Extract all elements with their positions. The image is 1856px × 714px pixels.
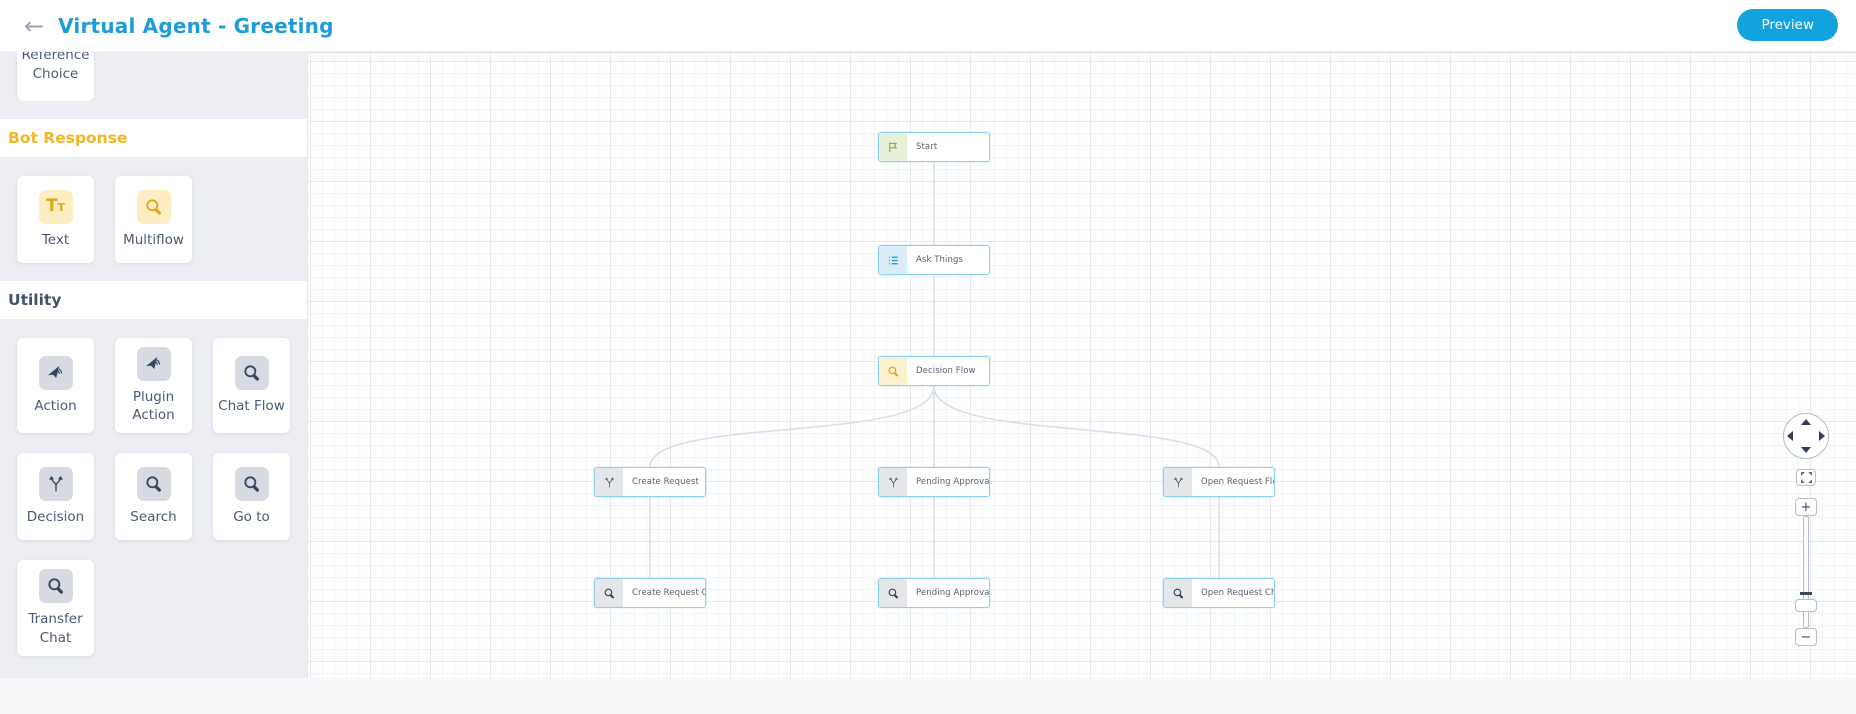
palette-card-action[interactable]: Action bbox=[17, 338, 94, 434]
node-decision-flow[interactable]: Decision Flow bbox=[878, 356, 990, 386]
node-label: Create Request bbox=[632, 477, 699, 487]
edge-decision-flow-to-open-request-flow bbox=[933, 385, 1220, 468]
palette-sidebar: Reference Choice Bot Response TT Text Mu… bbox=[0, 52, 308, 678]
palette-card-go-to[interactable]: Go to bbox=[213, 453, 290, 541]
palette-card-label: Action bbox=[34, 398, 77, 415]
node-pending-approval[interactable]: Pending Approval bbox=[878, 467, 990, 497]
search-icon bbox=[38, 569, 73, 604]
palette-card-text[interactable]: TT Text bbox=[17, 176, 94, 263]
bottom-strip bbox=[0, 678, 1856, 714]
node-create-request[interactable]: Create Request bbox=[594, 467, 706, 497]
zoom-slider-track[interactable] bbox=[1803, 516, 1809, 628]
section-label: Bot Response bbox=[8, 129, 128, 147]
pan-control[interactable] bbox=[1783, 413, 1829, 459]
node-label: Open Request Flow bbox=[1201, 477, 1274, 487]
palette-card-transfer-chat[interactable]: Transfer Chat bbox=[17, 560, 94, 656]
search-icon bbox=[234, 467, 269, 502]
fit-view-icon bbox=[1800, 472, 1812, 483]
palette-card-label: Decision bbox=[26, 509, 85, 526]
pan-down-icon[interactable] bbox=[1801, 447, 1811, 453]
decision-icon bbox=[595, 468, 623, 496]
palette-card-chat-flow[interactable]: Chat Flow bbox=[213, 338, 290, 434]
flow-canvas[interactable]: + − Start Ask Things Decision Flow Creat… bbox=[308, 52, 1856, 678]
node-ask-things[interactable]: Ask Things bbox=[878, 245, 990, 275]
node-label: Pending Approval ... bbox=[916, 588, 989, 598]
palette-card-label: Transfer Chat bbox=[28, 611, 83, 646]
palette-card-label: Multiflow bbox=[123, 231, 184, 248]
palette-card-multiflow[interactable]: Multiflow bbox=[115, 176, 192, 263]
back-arrow-icon[interactable]: ← bbox=[24, 11, 45, 40]
palette-card-search[interactable]: Search bbox=[115, 453, 192, 541]
action-icon bbox=[38, 356, 73, 391]
pan-right-icon[interactable] bbox=[1819, 431, 1825, 441]
zoom-level-tick bbox=[1800, 592, 1812, 595]
search-icon bbox=[879, 579, 907, 607]
palette-card-label: Chat Flow bbox=[218, 398, 285, 415]
decision-icon bbox=[38, 467, 73, 502]
edge-decision-flow-to-create-request bbox=[649, 385, 935, 468]
palette-card-label: Reference Choice bbox=[21, 52, 90, 82]
palette-card-label: Text bbox=[41, 231, 70, 248]
palette-card-label: Plugin Action bbox=[132, 389, 175, 424]
node-label: Start bbox=[916, 142, 938, 152]
decision-icon bbox=[1164, 468, 1192, 496]
search-icon bbox=[879, 357, 907, 385]
header: ← Virtual Agent - Greeting Preview bbox=[0, 0, 1856, 52]
flag-icon bbox=[879, 133, 907, 161]
fit-view-button[interactable] bbox=[1796, 469, 1816, 486]
section-header-utility: Utility bbox=[0, 281, 307, 319]
palette-card-plugin-action[interactable]: Plugin Action bbox=[115, 338, 192, 434]
search-icon bbox=[136, 189, 171, 224]
preview-button[interactable]: Preview bbox=[1737, 9, 1838, 41]
section-header-bot-response: Bot Response bbox=[0, 119, 307, 157]
zoom-in-button[interactable]: + bbox=[1795, 498, 1817, 516]
search-icon bbox=[595, 579, 623, 607]
palette-card-decision[interactable]: Decision bbox=[17, 453, 94, 541]
bot-response-cards: TT Text Multiflow bbox=[0, 176, 307, 263]
text-icon: TT bbox=[38, 189, 73, 224]
node-pending-approval-chat[interactable]: Pending Approval ... bbox=[878, 578, 990, 608]
node-label: Open Request Cha... bbox=[1201, 588, 1274, 598]
search-icon bbox=[234, 356, 269, 391]
zoom-slider-handle[interactable] bbox=[1795, 599, 1817, 612]
pan-up-icon[interactable] bbox=[1801, 419, 1811, 425]
palette-card-reference-choice[interactable]: Reference Choice bbox=[17, 52, 94, 101]
pan-left-icon[interactable] bbox=[1787, 431, 1793, 441]
node-label: Pending Approval bbox=[916, 477, 989, 487]
palette-card-label: Search bbox=[130, 509, 177, 526]
page-title: Virtual Agent - Greeting bbox=[58, 13, 334, 38]
section-label: Utility bbox=[8, 291, 62, 309]
flow-edges bbox=[649, 162, 1220, 578]
node-label: Decision Flow bbox=[916, 366, 976, 376]
node-label: Create Request Ch... bbox=[632, 588, 705, 598]
zoom-out-button[interactable]: − bbox=[1795, 628, 1817, 646]
node-label: Ask Things bbox=[916, 255, 964, 265]
search-icon bbox=[136, 467, 171, 502]
node-create-request-chat[interactable]: Create Request Ch... bbox=[594, 578, 706, 608]
palette-card-label: Go to bbox=[233, 509, 270, 526]
search-icon bbox=[1164, 579, 1192, 607]
node-open-request-flow[interactable]: Open Request Flow bbox=[1163, 467, 1275, 497]
action-icon bbox=[136, 347, 171, 381]
utility-cards: Action Plugin Action Chat Flow Decision … bbox=[0, 338, 307, 656]
palette-scrolled-region: Reference Choice bbox=[0, 52, 307, 101]
decision-icon bbox=[879, 468, 907, 496]
canvas-nav-controls: + − bbox=[1783, 413, 1829, 647]
node-start[interactable]: Start bbox=[878, 132, 990, 162]
node-open-request-chat[interactable]: Open Request Cha... bbox=[1163, 578, 1275, 608]
list-icon bbox=[879, 246, 907, 274]
